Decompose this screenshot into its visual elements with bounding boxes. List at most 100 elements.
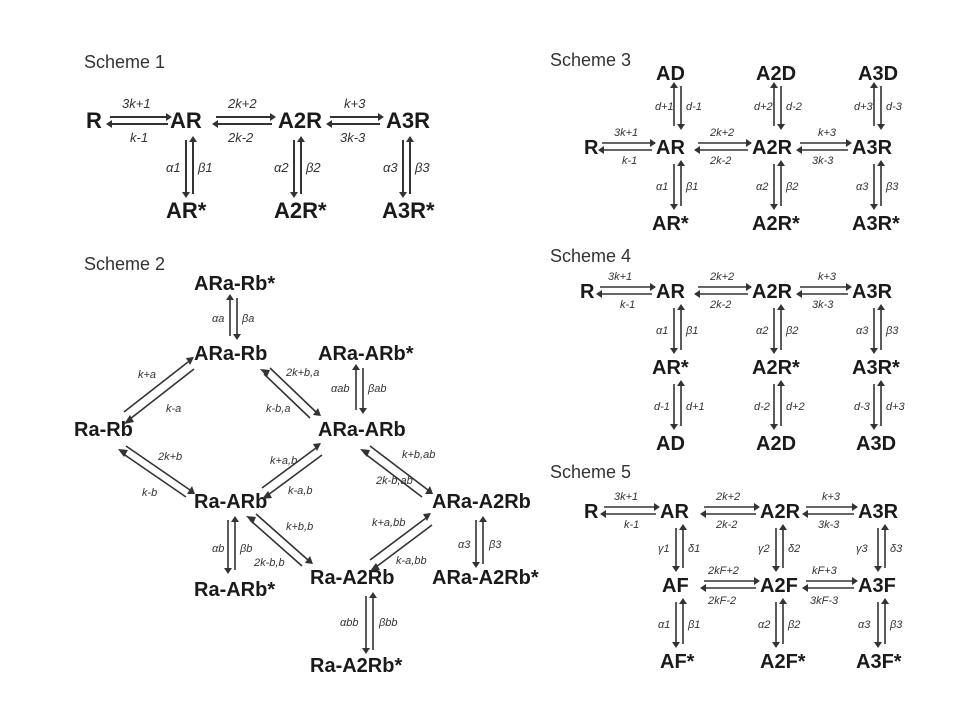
- equilibrium-arrow: [802, 577, 858, 592]
- scheme-2: Scheme 2 ARa-Rb* ARa-Rb ARa-ARb* Ra-Rb A…: [74, 254, 539, 677]
- rate-label: 2kF-2: [707, 595, 736, 607]
- species-A2D: A2D: [756, 433, 796, 455]
- equilibrium-arrow: [770, 304, 785, 354]
- rate-label: β2: [787, 619, 800, 631]
- rate-label: β3: [889, 619, 903, 631]
- species-A2R-star: A2R*: [752, 357, 800, 379]
- species-Ra-A2Rb-star: Ra-A2Rb*: [310, 655, 402, 677]
- rate-label: d+1: [686, 401, 705, 413]
- rate-label: βbb: [378, 617, 398, 629]
- equilibrium-arrow: [260, 367, 321, 419]
- scheme-4: Scheme 4 R AR A2R A3R AR* A2R* A3R* AD A…: [550, 246, 906, 455]
- rate-label: 2k-2: [227, 130, 254, 145]
- rate-label: 2k+b: [157, 451, 182, 463]
- rate-label: γ3: [856, 543, 869, 555]
- rate-label: k+b,ab: [402, 449, 435, 461]
- scheme-3: Scheme 3 AD A2D A3D R AR A2R A3R AR* A2R…: [550, 50, 903, 235]
- rate-label: βb: [239, 543, 252, 555]
- species-AR: AR: [170, 108, 202, 133]
- species-R: R: [584, 137, 599, 159]
- rate-label: 3k-3: [340, 130, 366, 145]
- species-A3R-star: A3R*: [852, 213, 900, 235]
- species-ARa-ARb-star: ARa-ARb*: [318, 343, 414, 365]
- species-ARa-Rb-star: ARa-Rb*: [194, 273, 275, 295]
- rate-label: α3: [383, 160, 398, 175]
- equilibrium-arrow: [596, 283, 656, 298]
- equilibrium-arrow: [670, 160, 685, 210]
- rate-label: k-b,a: [266, 403, 290, 415]
- rate-label: β3: [885, 325, 899, 337]
- species-A2R: A2R: [760, 501, 801, 523]
- rate-label: α3: [458, 539, 471, 551]
- equilibrium-arrow: [226, 294, 241, 340]
- rate-label: k-a,bb: [396, 555, 427, 567]
- rate-label: α1: [658, 619, 670, 631]
- rate-label: α3: [856, 325, 869, 337]
- rate-label: 3k+1: [608, 271, 632, 283]
- rate-label: k+3: [818, 127, 837, 139]
- species-A2R: A2R: [752, 281, 793, 303]
- rate-label: d+2: [754, 101, 773, 113]
- species-AR-star: AR*: [652, 213, 689, 235]
- species-AF-star: AF*: [660, 651, 695, 673]
- equilibrium-arrow: [874, 598, 889, 648]
- species-R: R: [580, 281, 595, 303]
- rate-label: β2: [785, 325, 798, 337]
- species-R: R: [86, 108, 102, 133]
- equilibrium-arrow: [870, 160, 885, 210]
- rate-label: k-1: [130, 130, 148, 145]
- rate-label: γ1: [658, 543, 670, 555]
- rate-label: 2k-2: [715, 519, 737, 531]
- species-ARa-A2Rb: ARa-A2Rb: [432, 491, 531, 513]
- equilibrium-arrow: [246, 513, 313, 567]
- equilibrium-arrow: [362, 592, 377, 654]
- rate-label: k-a,b: [288, 485, 312, 497]
- species-A3R: A3R: [386, 108, 430, 133]
- equilibrium-arrow: [672, 598, 687, 648]
- equilibrium-arrow: [326, 113, 384, 128]
- species-A3D: A3D: [856, 433, 896, 455]
- rate-label: 2k-2: [709, 155, 731, 167]
- species-A3R: A3R: [852, 137, 893, 159]
- equilibrium-arrow: [600, 503, 660, 518]
- rate-label: kF+3: [812, 565, 838, 577]
- rate-label: d+3: [854, 101, 874, 113]
- equilibrium-arrow: [472, 516, 487, 568]
- rate-label: β1: [685, 181, 698, 193]
- equilibrium-arrow: [700, 503, 760, 518]
- species-Ra-ARb-star: Ra-ARb*: [194, 579, 275, 601]
- rate-label: δ2: [788, 543, 800, 555]
- equilibrium-arrow: [106, 113, 172, 128]
- equilibrium-arrow: [672, 524, 687, 572]
- rate-label: k+a,b: [270, 455, 297, 467]
- equilibrium-arrow: [874, 524, 889, 572]
- species-Ra-Rb: Ra-Rb: [74, 419, 133, 441]
- species-A2R-star: A2R*: [752, 213, 800, 235]
- scheme-5: Scheme 5 R AR A2R A3R AF A2F A3F AF* A2F…: [550, 462, 903, 673]
- rate-label: k+a: [138, 369, 156, 381]
- rate-label: d-2: [754, 401, 770, 413]
- rate-label: 3k-3: [818, 519, 840, 531]
- equilibrium-arrow: [212, 113, 276, 128]
- equilibrium-arrow: [123, 357, 195, 424]
- rate-label: β3: [414, 160, 430, 175]
- equilibrium-arrow: [796, 139, 852, 154]
- equilibrium-arrow: [369, 513, 433, 571]
- species-A3R-star: A3R*: [382, 198, 435, 223]
- species-AR-star: AR*: [166, 198, 207, 223]
- species-A2F: A2F: [760, 575, 798, 597]
- species-A2R: A2R: [752, 137, 793, 159]
- rate-label: k+3: [818, 271, 837, 283]
- species-A3F-star: A3F*: [856, 651, 902, 673]
- rate-label: d-3: [854, 401, 871, 413]
- equilibrium-arrow: [694, 283, 752, 298]
- rate-label: α1: [656, 325, 668, 337]
- equilibrium-arrow: [399, 136, 414, 198]
- scheme-1-title: Scheme 1: [84, 52, 165, 72]
- rate-label: k+b,b: [286, 521, 313, 533]
- equilibrium-arrow: [598, 139, 656, 154]
- rate-label: βa: [241, 313, 254, 325]
- scheme-1: Scheme 1 R AR A2R A3R AR* A2R* A3R* 3k+1…: [84, 52, 435, 223]
- equilibrium-arrow: [870, 82, 885, 130]
- rate-label: 2k-b,ab: [375, 475, 413, 487]
